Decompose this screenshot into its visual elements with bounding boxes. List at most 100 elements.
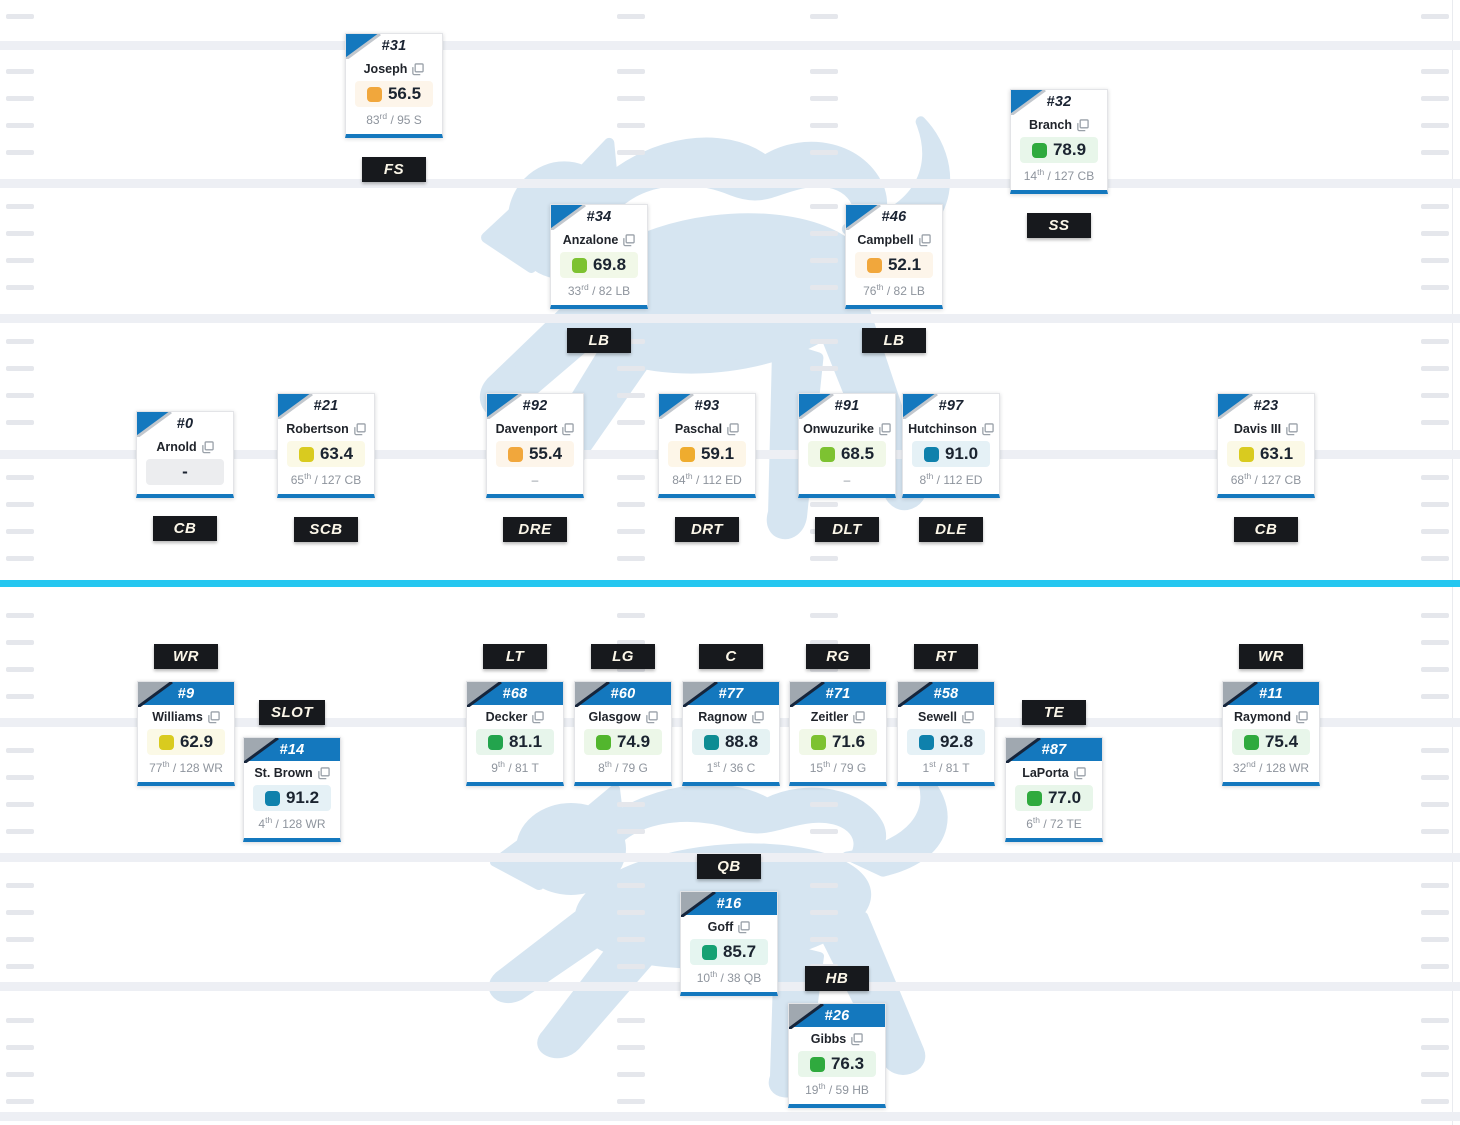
grade-badge: 59.1	[668, 441, 746, 467]
player-name: St. Brown	[254, 766, 313, 780]
grade-color-square	[298, 446, 314, 462]
popup-window-icon[interactable]	[207, 710, 220, 724]
grade-value: 63.4	[319, 444, 354, 463]
popup-window-icon[interactable]	[353, 422, 366, 436]
hash-mark	[6, 910, 34, 915]
popup-window-icon[interactable]	[850, 1032, 863, 1046]
grade-badge: 81.1	[476, 729, 554, 755]
popup-window-icon[interactable]	[561, 422, 575, 436]
player-card[interactable]: #16 Goff 85.7 10th / 38 QB	[680, 891, 778, 996]
jersey-number: #9	[177, 685, 195, 702]
corner-triangle-icon	[789, 1004, 824, 1029]
popup-window-icon[interactable]	[1076, 118, 1089, 132]
player-card[interactable]: #23 Davis III 63.1 68th / 127 CB	[1217, 393, 1315, 498]
hash-mark	[6, 339, 34, 344]
player-card[interactable]: #21 Robertson 63.4 65th / 127 CB	[277, 393, 375, 498]
field-right-edge-line	[1452, 0, 1453, 1125]
grade-value: 76.3	[830, 1054, 865, 1073]
popup-window-icon[interactable]	[961, 710, 974, 724]
hash-mark	[6, 231, 34, 236]
hash-mark	[810, 150, 838, 155]
popup-window-icon[interactable]	[726, 422, 739, 436]
player-card[interactable]: #32 Branch 78.9 14th / 127 CB	[1010, 89, 1108, 194]
popup-window-icon[interactable]	[645, 710, 658, 724]
popup-window-icon[interactable]	[878, 422, 891, 436]
corner-triangle-icon	[659, 394, 694, 419]
popup-window-icon[interactable]	[1295, 710, 1308, 724]
hash-mark	[6, 748, 34, 753]
player-card[interactable]: #0 Arnold -	[136, 411, 234, 498]
hash-mark	[1421, 529, 1449, 534]
player-card[interactable]: #68 Decker 81.1 9th / 81 T	[466, 681, 564, 786]
player-name: Campbell	[857, 233, 914, 247]
grade-value: 78.9	[1052, 140, 1087, 159]
hash-mark	[810, 502, 838, 507]
rank-text: 68th / 127 CB	[1230, 471, 1302, 487]
player-card[interactable]: #34 Anzalone 69.8 33rd / 82 LB	[550, 204, 648, 309]
hash-mark	[617, 640, 645, 645]
hash-mark	[6, 420, 34, 425]
hash-mark	[6, 258, 34, 263]
popup-window-icon[interactable]	[531, 710, 545, 724]
hash-mark	[6, 204, 34, 209]
player-name: Joseph	[363, 62, 408, 76]
player-card[interactable]: #58 Sewell 92.8 1st / 81 T	[897, 681, 995, 786]
corner-triangle-icon	[790, 682, 825, 707]
grade-color-square	[1026, 790, 1042, 806]
position-label: SCB	[294, 517, 358, 542]
hash-mark	[617, 366, 645, 371]
hash-mark	[617, 420, 645, 425]
player-card[interactable]: #77 Ragnow 88.8 1st / 36 C	[682, 681, 780, 786]
popup-window-icon[interactable]	[1285, 422, 1298, 436]
grade-color-square	[819, 446, 835, 462]
hash-mark	[617, 150, 645, 155]
popup-window-icon[interactable]	[918, 233, 931, 247]
popup-window-icon[interactable]	[852, 710, 865, 724]
grade-color-square	[701, 944, 717, 960]
hash-mark	[6, 393, 34, 398]
player-card[interactable]: #97 Hutchinson 91.0 8th / 112 ED	[902, 393, 1000, 498]
hash-mark	[810, 937, 838, 942]
player-card[interactable]: #46 Campbell 52.1 76th / 82 LB	[845, 204, 943, 309]
card-header: #91	[799, 394, 895, 419]
player-card[interactable]: #60 Glasgow 74.9 8th / 79 G	[574, 681, 672, 786]
player-name: Goff	[707, 920, 734, 934]
player-name: Raymond	[1234, 710, 1291, 724]
popup-window-icon[interactable]	[622, 233, 636, 247]
grade-badge: 74.9	[584, 729, 662, 755]
hash-mark	[6, 502, 34, 507]
position-label: CB	[1234, 517, 1298, 542]
player-card[interactable]: #11 Raymond 75.4 32nd / 128 WR	[1222, 681, 1320, 786]
player-card[interactable]: #87 LaPorta 77.0 6th / 72 TE	[1005, 737, 1103, 842]
popup-window-icon[interactable]	[981, 422, 994, 436]
player-card[interactable]: #31 Joseph 56.5 83rd / 95 S	[345, 33, 443, 138]
jersey-number: #32	[1046, 93, 1072, 110]
player-card[interactable]: #71 Zeitler 71.6 15th / 79 G	[789, 681, 887, 786]
popup-window-icon[interactable]	[751, 710, 764, 724]
popup-window-icon[interactable]	[317, 766, 330, 780]
yard-line-band	[0, 179, 1460, 188]
popup-window-icon[interactable]	[201, 440, 214, 454]
popup-window-icon[interactable]	[737, 920, 751, 934]
hash-mark	[6, 529, 34, 534]
player-card[interactable]: #9 Williams 62.9 77th / 128 WR	[137, 681, 235, 786]
hash-mark	[6, 613, 34, 618]
grade-badge: 56.5	[355, 81, 433, 107]
player-card[interactable]: #26 Gibbs 76.3 19th / 59 HB	[788, 1003, 886, 1108]
position-label: DRE	[503, 517, 567, 542]
player-card[interactable]: #91 Onwuzurike 68.5 –	[798, 393, 896, 498]
popup-window-icon[interactable]	[411, 62, 425, 76]
popup-window-icon[interactable]	[1073, 766, 1086, 780]
grade-value: 81.1	[508, 732, 543, 751]
yard-line-band	[0, 1112, 1460, 1121]
player-card[interactable]: #14 St. Brown 91.2 4th / 128 WR	[243, 737, 341, 842]
hash-mark	[617, 1099, 645, 1104]
hash-mark	[6, 14, 34, 19]
grade-value: 88.8	[724, 732, 759, 751]
grade-badge: 78.9	[1020, 137, 1098, 163]
corner-triangle-icon	[683, 682, 718, 707]
corner-triangle-icon	[1006, 738, 1041, 763]
player-card[interactable]: #93 Paschal 59.1 84th / 112 ED	[658, 393, 756, 498]
player-card[interactable]: #92 Davenport 55.4 –	[486, 393, 584, 498]
